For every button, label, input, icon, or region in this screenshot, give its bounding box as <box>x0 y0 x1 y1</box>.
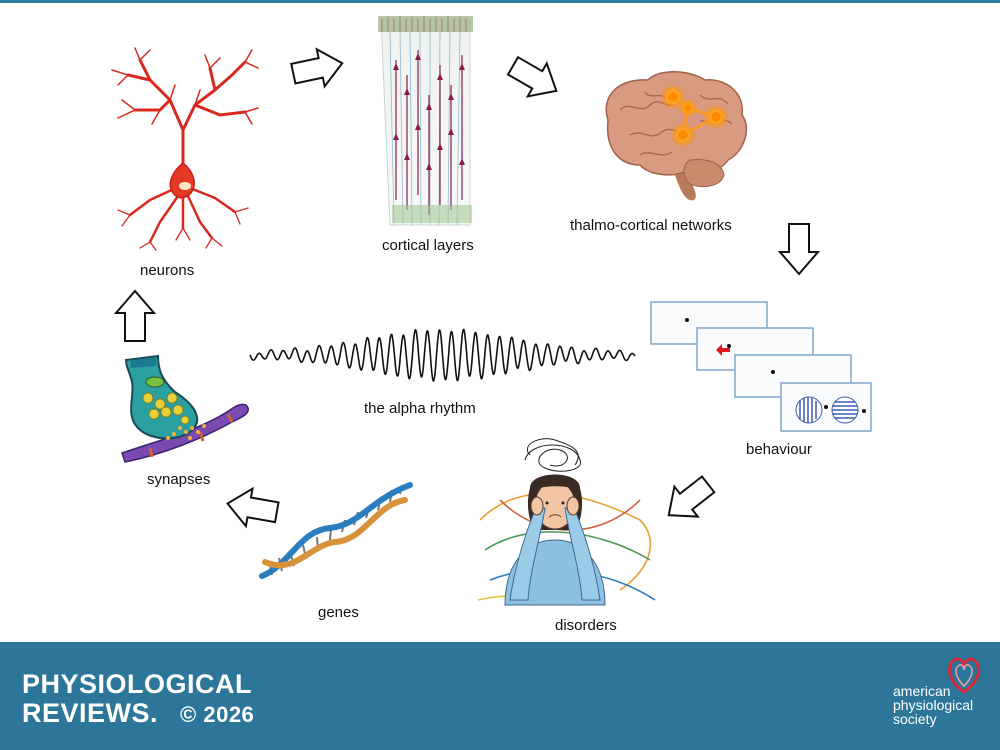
dna-helix-icon <box>259 482 413 579</box>
cortical-column-icon <box>378 16 473 226</box>
journal-title-line2: REVIEWS. <box>22 698 159 728</box>
society-line2: physiological <box>893 697 974 713</box>
arrow-neurons-to-cortex-icon <box>290 47 344 89</box>
cue-arrow-icon <box>716 344 730 356</box>
journal-title-line1: PHYSIOLOGICAL <box>22 669 253 699</box>
grating-icon <box>795 396 859 424</box>
society-name: american physiological society <box>893 684 973 726</box>
label-thalamo-cortical-networks: thalmo-cortical networks <box>570 217 732 234</box>
label-disorders: disorders <box>555 617 617 634</box>
alpha-waveform <box>249 328 636 382</box>
top-rule <box>0 0 1000 3</box>
arrow-brain-to-behaviour-icon <box>777 223 821 276</box>
arrow-cortex-to-brain-icon <box>506 55 558 98</box>
synapse-icon <box>121 354 249 463</box>
label-neurons: neurons <box>140 262 195 279</box>
neuron-icon <box>111 47 259 251</box>
stressed-person-icon <box>477 438 656 606</box>
society-line3: society <box>893 711 937 727</box>
label-genes: genes <box>318 604 359 621</box>
label-alpha-rhythm: the alpha rhythm <box>364 400 476 417</box>
journal-title: PHYSIOLOGICAL REVIEWS. © 2026 <box>22 670 254 729</box>
brain-network-icon <box>605 71 748 201</box>
footer-banner: PHYSIOLOGICAL REVIEWS. © 2026 american p… <box>0 642 1000 750</box>
label-synapses: synapses <box>147 471 211 488</box>
arrow-synapses-to-neurons-icon <box>113 289 157 342</box>
label-behaviour: behaviour <box>746 441 812 458</box>
arrow-genes-to-synapses-icon <box>226 486 280 529</box>
copyright-text: © 2026 <box>180 702 255 727</box>
society-logo-icon <box>947 657 981 694</box>
arrow-behaviour-to-disorders-icon <box>667 475 716 518</box>
label-cortical-layers: cortical layers <box>382 237 474 254</box>
alpha-rhythm-diagram <box>111 16 872 606</box>
society-line1: american <box>893 683 951 699</box>
fixation-dots <box>685 318 866 413</box>
